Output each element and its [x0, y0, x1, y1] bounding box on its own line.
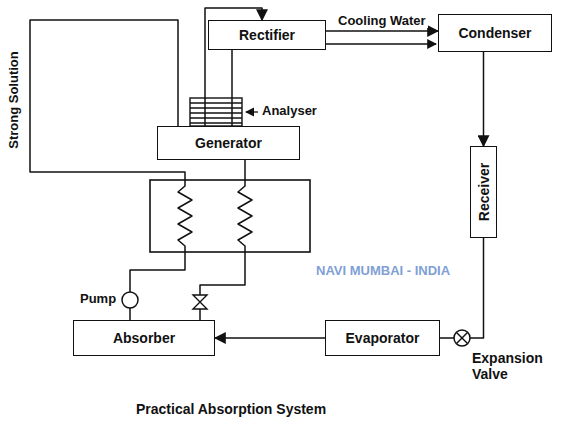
leader-line: [246, 111, 258, 112]
analyser-coil: [190, 98, 242, 126]
generator-box: Generator: [157, 126, 300, 160]
flow-line: [483, 52, 485, 146]
pump-symbol: [122, 292, 138, 308]
flow-line: [231, 50, 233, 126]
rectifier-box: Rectifier: [208, 20, 326, 50]
box-label: Generator: [195, 135, 262, 151]
expansion-valve-symbol: [454, 330, 470, 346]
box-label: Absorber: [113, 330, 175, 346]
figure-caption: Practical Absorption System: [136, 401, 326, 417]
watermark: NAVI MUMBAI - INDIA: [316, 264, 450, 279]
absorber-box: Absorber: [73, 320, 215, 356]
receiver-box: Receiver: [470, 146, 497, 238]
cooling-water-line: [326, 43, 436, 44]
flow-line: [326, 30, 438, 32]
part-label: Expansion Valve: [472, 350, 556, 382]
flow-label: Cooling Water: [336, 13, 428, 28]
flow-label: Strong Solution: [7, 51, 22, 148]
valve-symbol: [193, 295, 207, 309]
flow-line: [30, 20, 192, 320]
flow-line: [440, 238, 484, 338]
box-label: Rectifier: [239, 27, 295, 43]
flow-line: [215, 337, 325, 339]
box-label: Condenser: [458, 25, 531, 41]
evaporator-box: Evaporator: [325, 320, 440, 356]
heat-exchanger: [150, 180, 310, 252]
condenser-box: Condenser: [438, 14, 552, 52]
part-label: Pump: [80, 292, 116, 307]
part-label: Analyser: [262, 104, 317, 119]
flow-line: [200, 160, 252, 320]
box-label: Evaporator: [346, 330, 420, 346]
box-label: Receiver: [476, 163, 492, 221]
